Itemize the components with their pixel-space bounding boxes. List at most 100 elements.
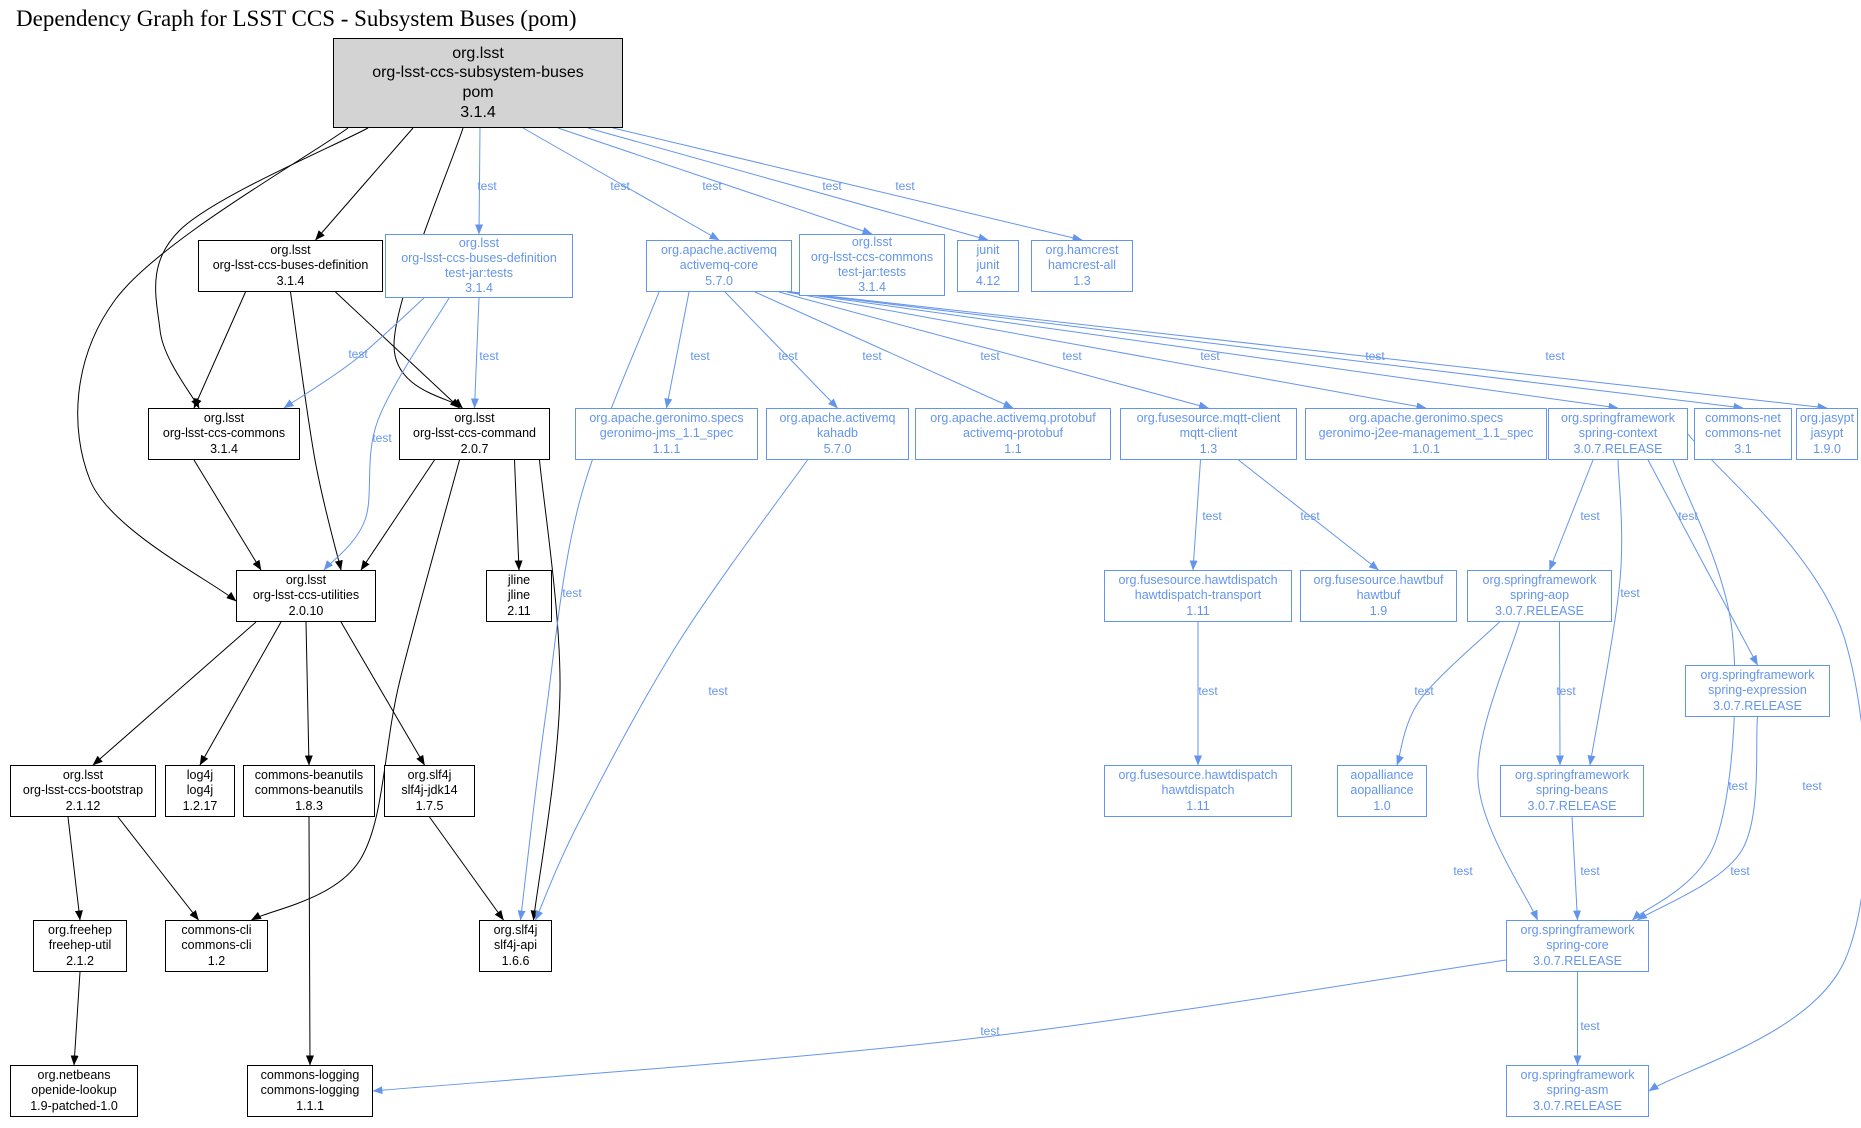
- edge-activemq-core--mqtt-client: [778, 291, 1209, 410]
- node-commons-tests-line: 3.1.4: [858, 280, 886, 295]
- node-kahadb-line: 5.7.0: [823, 441, 852, 456]
- node-activemq-protobuf-line: 1.1: [1004, 441, 1022, 456]
- node-hawtdispatch-transport-line: hawtdispatch-transport: [1134, 588, 1262, 603]
- node-slf4j-api-line: slf4j-api: [493, 938, 538, 953]
- node-commons-beanutils-line: commons-beanutils: [254, 768, 364, 783]
- edge-mqtt-client--hawtbuf: [1238, 459, 1379, 571]
- node-hamcrest-line: hamcrest-all: [1047, 258, 1117, 273]
- node-commons-logging-line: commons-logging: [260, 1083, 360, 1098]
- edge-subsystem-buses--utilities: [77, 127, 349, 602]
- edge-buses-definition--commons: [193, 291, 246, 409]
- node-hawtbuf-line: 1.9: [1369, 603, 1388, 618]
- edge-spring-context--spring-asm: [1648, 433, 1861, 1092]
- edge-slf4j-jdk14--slf4j-api: [429, 816, 504, 921]
- edge-bootstrap--freehep-util: [67, 816, 83, 921]
- node-bootstrap-line: 2.1.12: [65, 798, 101, 813]
- edge-utilities--commons-beanutils: [304, 621, 313, 766]
- node-utilities-line: 2.0.10: [288, 603, 324, 618]
- node-activemq-protobuf-line: org.apache.activemq.protobuf: [930, 411, 1096, 426]
- node-spring-context-line: org.springframework: [1561, 411, 1675, 426]
- edge-scope-label: test: [1556, 684, 1576, 698]
- edge-scope-label: test: [562, 586, 582, 600]
- node-command-line: org-lsst-ccs-command: [413, 426, 536, 441]
- node-geronimo-j2ee-line: geronimo-j2ee-management_1.1_spec: [1318, 426, 1534, 441]
- node-aopalliance-line: aopalliance: [1350, 768, 1414, 783]
- node-openide-lookup-line: openide-lookup: [31, 1083, 117, 1098]
- edge-scope-label: test: [1620, 586, 1640, 600]
- node-junit-line: junit: [976, 258, 1000, 273]
- node-spring-asm-line: 3.0.7.RELEASE: [1533, 1098, 1622, 1113]
- node-commons-line: org-lsst-ccs-commons: [162, 426, 286, 441]
- node-command-line: org.lsst: [454, 411, 495, 426]
- node-log4j-line: log4j: [186, 783, 214, 798]
- edge-spring-aop--spring-core: [1477, 621, 1538, 921]
- edge-spring-context--spring-core: [1632, 459, 1736, 921]
- edge-bootstrap--commons-cli: [117, 816, 199, 921]
- edge-buses-definition--command: [335, 291, 460, 409]
- node-mqtt-client-line: org.fusesource.mqtt-client: [1136, 411, 1281, 426]
- node-subsystem-buses-line: 3.1.4: [460, 103, 496, 121]
- node-aopalliance-line: 1.0: [1373, 798, 1391, 813]
- node-junit-line: junit: [976, 243, 1000, 258]
- edge-scope-label: test: [1730, 864, 1750, 878]
- edge-spring-core--commons-logging: [372, 959, 1507, 1095]
- edge-command--utilities: [360, 459, 435, 571]
- edge-scope-label: test: [708, 684, 728, 698]
- node-hawtdispatch-transport-line: org.fusesource.hawtdispatch: [1118, 573, 1278, 588]
- node-slf4j-api-line: 1.6.6: [501, 953, 530, 968]
- edge-scope-label: test: [1728, 779, 1748, 793]
- node-buses-definition-line: org-lsst-ccs-buses-definition: [212, 258, 369, 273]
- node-openide-lookup-line: org.netbeans: [37, 1068, 111, 1083]
- node-freehep-util-line: org.freehep: [48, 923, 112, 938]
- edge-subsystem-buses--hamcrest: [612, 127, 1083, 242]
- edge-utilities--log4j: [199, 621, 282, 766]
- edge-activemq-core--commons-net: [790, 291, 1744, 411]
- node-geronimo-j2ee-line: 1.0.1: [1412, 441, 1440, 456]
- node-kahadb-line: org.apache.activemq: [779, 411, 896, 426]
- edge-scope-label: test: [1453, 864, 1473, 878]
- node-activemq-protobuf-line: activemq-protobuf: [962, 426, 1064, 441]
- edge-subsystem-buses--activemq-core: [522, 127, 720, 241]
- node-jline-line: jline: [507, 573, 531, 588]
- edge-buses-definition-tests--utilities: [323, 297, 450, 571]
- edge-command--slf4j-api: [530, 459, 561, 921]
- node-subsystem-buses-line: pom: [462, 84, 494, 101]
- node-junit-line: 4.12: [975, 273, 1001, 288]
- node-utilities-line: org-lsst-ccs-utilities: [252, 588, 360, 603]
- edge-scope-label: test: [477, 179, 497, 193]
- edge-scope-label: test: [348, 347, 368, 361]
- node-spring-context-line: 3.0.7.RELEASE: [1573, 441, 1663, 456]
- edge-spring-context--spring-expression: [1647, 459, 1758, 666]
- edge-scope-label: test: [1062, 349, 1082, 363]
- edge-activemq-core--geronimo-jms: [664, 291, 690, 409]
- node-commons-cli-line: commons-cli: [181, 938, 252, 953]
- edge-scope-label: test: [702, 179, 722, 193]
- edge-scope-label: test: [778, 349, 798, 363]
- edge-spring-context--spring-aop: [1549, 459, 1594, 571]
- node-commons-logging-line: 1.1.1: [296, 1098, 324, 1113]
- node-commons-cli-line: commons-cli: [181, 923, 252, 938]
- node-spring-core-line: org.springframework: [1520, 923, 1635, 938]
- edge-scope-label: test: [980, 349, 1000, 363]
- node-hawtbuf-line: org.fusesource.hawtbuf: [1313, 573, 1444, 588]
- edge-subsystem-buses--commons-tests: [557, 127, 873, 235]
- node-slf4j-api-line: org.slf4j: [493, 923, 538, 938]
- node-commons-tests-line: org-lsst-ccs-commons: [810, 249, 934, 264]
